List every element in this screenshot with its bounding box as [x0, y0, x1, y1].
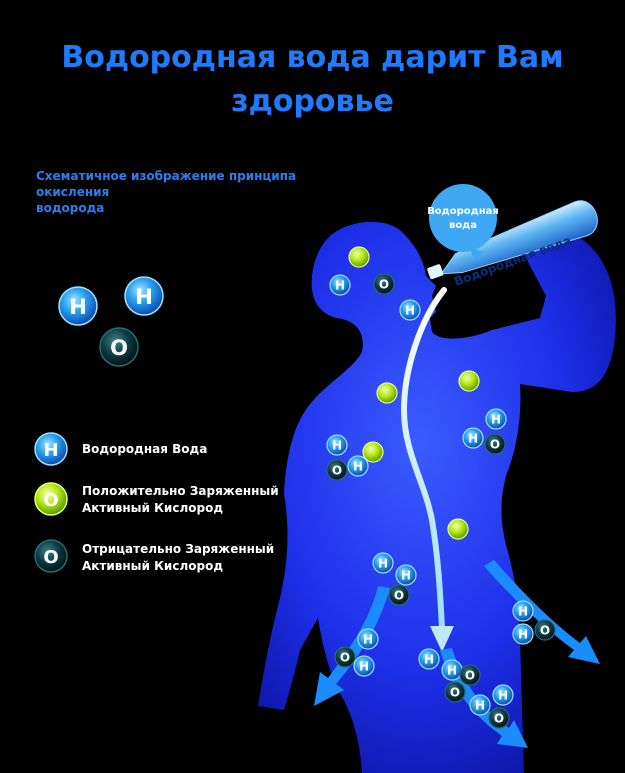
- atom-symbol: H: [475, 699, 485, 713]
- atom-symbol: H: [359, 660, 369, 674]
- arrow-bottom: [440, 648, 528, 748]
- atom-symbol: H: [69, 295, 87, 319]
- atom-symbol: O: [43, 547, 58, 568]
- arrow-left: [314, 586, 390, 706]
- atom-symbol: H: [424, 653, 434, 667]
- atom-symbol: H: [405, 304, 415, 318]
- human-silhouette: [258, 221, 616, 773]
- positive-oxygen-particle: [376, 382, 398, 404]
- water-molecule: H H O: [58, 276, 164, 367]
- atom-symbol: O: [450, 686, 460, 700]
- atom-symbol: O: [110, 336, 128, 360]
- atom-symbol: H: [518, 628, 528, 642]
- negative-oxygen-particle: O: [444, 681, 466, 703]
- hydrogen-particle: H: [469, 694, 491, 716]
- legend-negative-text-line1: Отрицательно Заряженный: [82, 542, 275, 556]
- page-title-line1: Водородная вода дарит Вам: [61, 40, 564, 75]
- negative-oxygen-particle: O: [373, 273, 395, 295]
- hydrogen-particle: H: [462, 427, 484, 449]
- hydrogen-particle: H: [441, 659, 463, 681]
- hydrogen-particle: H: [395, 564, 417, 586]
- legend-hydrogen-label: Водородная Вода: [82, 441, 207, 458]
- water-bottle: [427, 200, 598, 280]
- atom-symbol: H: [498, 689, 508, 703]
- legend-positive-text-line2: Активный Кислород: [82, 501, 224, 515]
- schema-caption-line2: водорода: [36, 201, 105, 215]
- legend-icons: H O O: [34, 432, 68, 573]
- positive-oxygen-particle: [362, 441, 384, 463]
- atom-symbol: H: [491, 413, 501, 427]
- atom-symbol: O: [332, 464, 342, 478]
- hydrogen-particle: H: [329, 274, 351, 296]
- water-stream: [400, 287, 447, 631]
- atom-symbol: O: [394, 589, 404, 603]
- hydrogen-particle: H: [418, 648, 440, 670]
- legend-positive-text-line1: Положительно Заряженный: [82, 484, 279, 498]
- hydrogen-particle: H: [353, 655, 375, 677]
- schema-caption-line1: Схематичное изображение принципа окислен…: [36, 169, 297, 199]
- positive-oxygen-particle: [458, 370, 480, 392]
- positive-oxygen-particle: [447, 518, 469, 540]
- hydrogen-particle: H: [512, 623, 534, 645]
- atom-symbol: H: [447, 664, 457, 678]
- atom-symbol: H: [468, 432, 478, 446]
- arrow-right: [484, 560, 600, 664]
- molecule-hydrogen-right: H: [124, 276, 164, 316]
- negative-oxygen-particle: O: [484, 433, 506, 455]
- positive-oxygen-particle: [348, 246, 370, 268]
- bubble-text-line1: Водородная: [427, 206, 499, 217]
- molecule-oxygen: O: [99, 327, 139, 367]
- hydrogen-particle: H: [326, 434, 348, 456]
- atom-symbol: H: [363, 633, 373, 647]
- outflow-arrows: [314, 560, 600, 748]
- negative-oxygen-particle: O: [388, 584, 410, 606]
- hydrogen-particle: H: [399, 299, 421, 321]
- atom-symbol: O: [490, 438, 500, 452]
- legend-negative-text-line2: Активный Кислород: [82, 559, 224, 573]
- water-stream-arrowhead: [430, 626, 454, 652]
- atom-symbol: H: [135, 285, 153, 309]
- molecule-hydrogen-left: H: [58, 286, 98, 326]
- hydrogen-particle: H: [512, 600, 534, 622]
- hydrogen-particle: H: [485, 408, 507, 430]
- atom-symbol: O: [494, 712, 504, 726]
- negative-oxygen-particle: O: [334, 646, 356, 668]
- speech-bubble: Водородная вода: [427, 184, 499, 260]
- legend-positive-oxygen-icon: O: [34, 482, 68, 516]
- schema-caption: Схематичное изображение принципа окислен…: [36, 168, 336, 216]
- negative-oxygen-particle: O: [459, 664, 481, 686]
- hydrogen-particle: H: [347, 455, 369, 477]
- legend-negative-label: Отрицательно Заряженный Активный Кислоро…: [82, 541, 274, 575]
- atom-symbol: O: [465, 669, 475, 683]
- atom-symbol: H: [378, 557, 388, 571]
- negative-oxygen-particle: O: [488, 707, 510, 729]
- atom-symbol: H: [353, 460, 363, 474]
- atom-symbol: H: [332, 439, 342, 453]
- atom-symbol: H: [43, 440, 58, 461]
- atom-symbol: O: [43, 490, 58, 511]
- legend-hydrogen-text: Водородная Вода: [82, 442, 208, 456]
- atom-symbol: O: [340, 651, 350, 665]
- atom-symbol: H: [401, 569, 411, 583]
- atom-symbol: O: [379, 278, 389, 292]
- bubble-text-line2: вода: [449, 220, 477, 231]
- hydrogen-particle: H: [492, 684, 514, 706]
- legend-hydrogen-icon: H: [34, 432, 68, 466]
- legend-positive-label: Положительно Заряженный Активный Кислоро…: [82, 483, 279, 517]
- page-title-line2: здоровье: [231, 84, 394, 119]
- atom-symbol: O: [540, 624, 550, 638]
- hydrogen-particle: H: [372, 552, 394, 574]
- body-shape: [258, 221, 616, 773]
- legend-negative-oxygen-icon: O: [34, 539, 68, 573]
- hydrogen-particle: H: [357, 628, 379, 650]
- negative-oxygen-particle: O: [326, 459, 348, 481]
- negative-oxygen-particle: O: [534, 619, 556, 641]
- atom-symbol: H: [518, 605, 528, 619]
- atom-symbol: H: [335, 279, 345, 293]
